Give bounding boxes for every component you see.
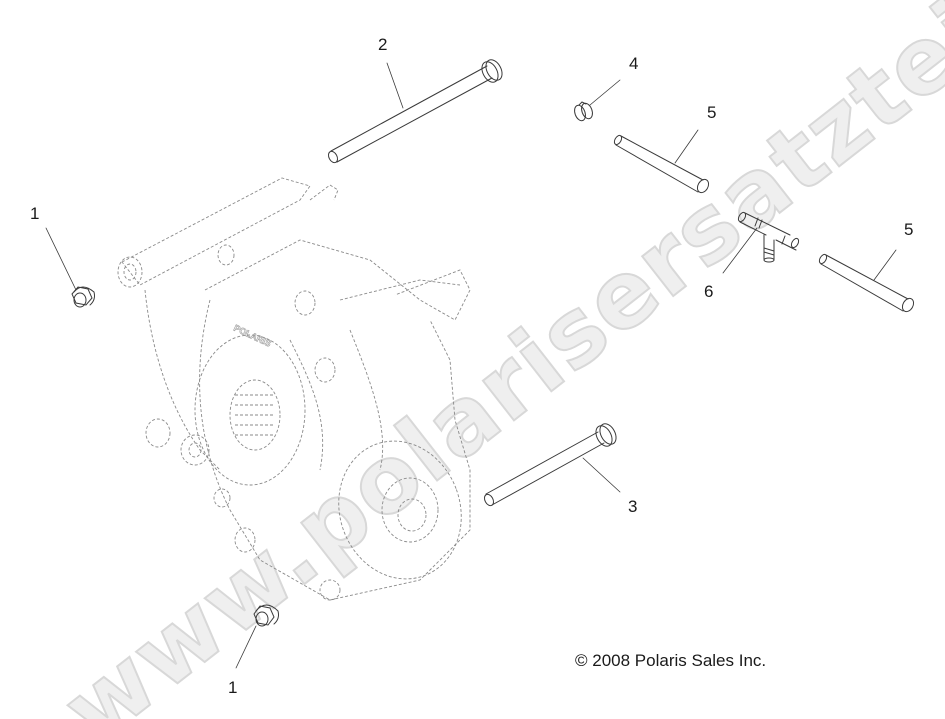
flange-nut-bottom-part[interactable] <box>235 604 279 669</box>
callout-6: 6 <box>704 282 714 301</box>
callout-5-upper: 5 <box>707 103 717 122</box>
long-bolt-upper-part[interactable] <box>327 57 506 164</box>
callout-4: 4 <box>629 54 639 73</box>
callout-1-left: 1 <box>30 204 40 223</box>
copyright-notice: © 2008 Polaris Sales Inc. <box>575 651 767 670</box>
long-bolt-lower-part[interactable] <box>483 421 621 507</box>
hose-part-a[interactable] <box>613 129 711 195</box>
flange-nut-left-part[interactable] <box>45 227 95 308</box>
hose-part-b[interactable] <box>818 249 916 314</box>
callout-2: 2 <box>378 35 388 54</box>
polaris-casting-logo: POLARIS <box>232 323 272 349</box>
gearcase-assembly[interactable] <box>117 177 480 601</box>
callout-3: 3 <box>628 497 638 516</box>
hose-clamp-part[interactable] <box>573 79 621 122</box>
callout-5-right: 5 <box>904 220 914 239</box>
callout-1-bottom: 1 <box>228 678 238 697</box>
tee-fitting-part[interactable] <box>722 211 800 274</box>
